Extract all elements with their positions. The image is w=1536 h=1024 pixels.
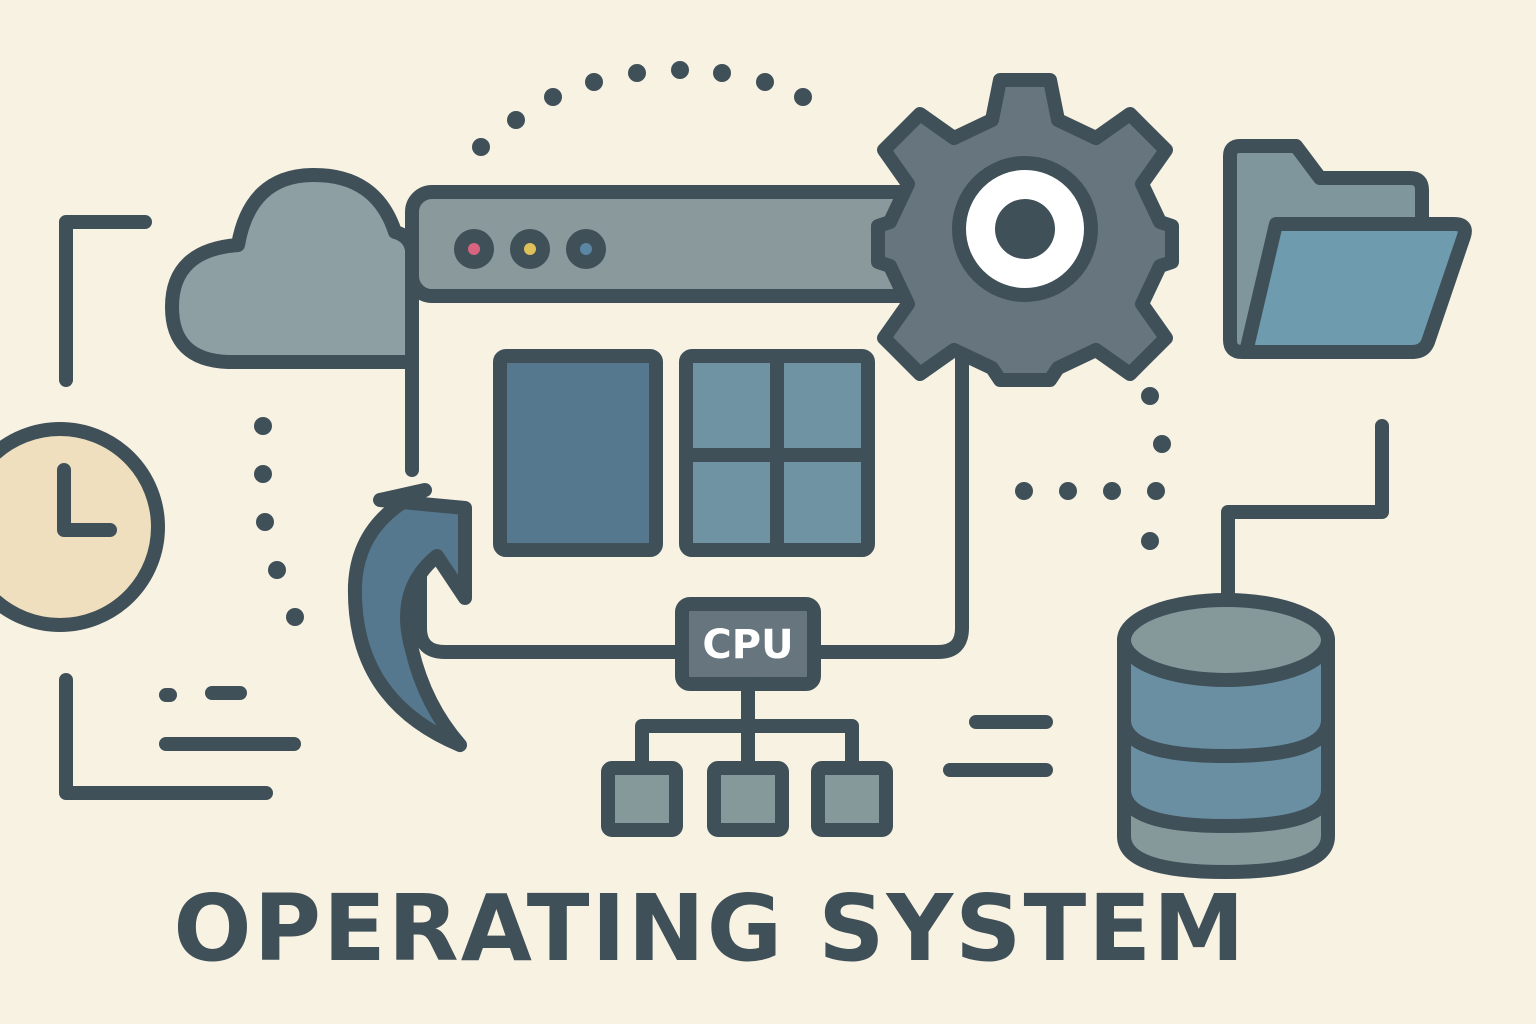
window-dot-yellow-icon bbox=[510, 229, 550, 269]
cpu-label: CPU bbox=[702, 622, 793, 668]
gear-icon bbox=[871, 73, 1179, 387]
folder-front bbox=[1239, 217, 1472, 359]
window-dot-red-icon bbox=[454, 229, 494, 269]
window-dot-blue-icon bbox=[566, 229, 606, 269]
text-lines-right bbox=[943, 715, 1053, 777]
clock-hands bbox=[57, 463, 117, 537]
tree-node-mid bbox=[707, 761, 789, 837]
dotted-line-left bbox=[254, 417, 304, 626]
db-connector bbox=[1221, 419, 1389, 599]
clock-icon bbox=[0, 422, 165, 632]
gear-hub bbox=[995, 199, 1055, 259]
window-panels bbox=[493, 349, 875, 557]
page-title: OPERATING SYSTEM bbox=[173, 875, 1246, 982]
folder-icon bbox=[1223, 139, 1472, 359]
curved-arrow-icon bbox=[347, 483, 472, 752]
text-lines-left bbox=[159, 686, 301, 751]
window-icon bbox=[405, 185, 945, 303]
db-top bbox=[1117, 593, 1335, 687]
tree-node-left bbox=[601, 761, 683, 837]
database-icon bbox=[1117, 593, 1335, 879]
tree-node-right bbox=[811, 761, 893, 837]
left-bracket-top bbox=[59, 215, 152, 387]
dotted-arc-top bbox=[472, 61, 812, 156]
dotted-line-right bbox=[1015, 387, 1171, 550]
network-tree-icon bbox=[601, 677, 893, 837]
left-bracket-bottom bbox=[59, 673, 273, 800]
panel-left bbox=[493, 349, 663, 557]
cloud-icon bbox=[165, 167, 419, 369]
cpu-chip-icon: CPU bbox=[675, 597, 821, 691]
